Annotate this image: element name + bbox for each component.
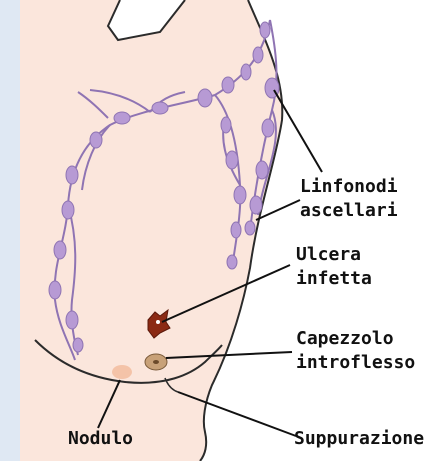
leader-linfonodi-1 xyxy=(274,90,322,172)
label-capezzolo-line2: introflesso xyxy=(296,352,415,373)
label-ulcera-line2: infetta xyxy=(296,268,372,289)
label-suppurazione: Suppurazione xyxy=(294,428,424,449)
label-linfonodi-line1: Linfonodi xyxy=(300,176,398,197)
ulcer-highlight xyxy=(156,320,160,324)
label-nodulo: Nodulo xyxy=(68,428,133,449)
label-capezzolo-line1: Capezzolo xyxy=(296,328,394,349)
nodule-mark xyxy=(112,365,132,379)
label-linfonodi-line2: ascellari xyxy=(300,200,398,221)
label-ulcera-line1: Ulcera xyxy=(296,244,361,265)
left-strip xyxy=(0,0,20,461)
nipple-center xyxy=(153,360,159,364)
